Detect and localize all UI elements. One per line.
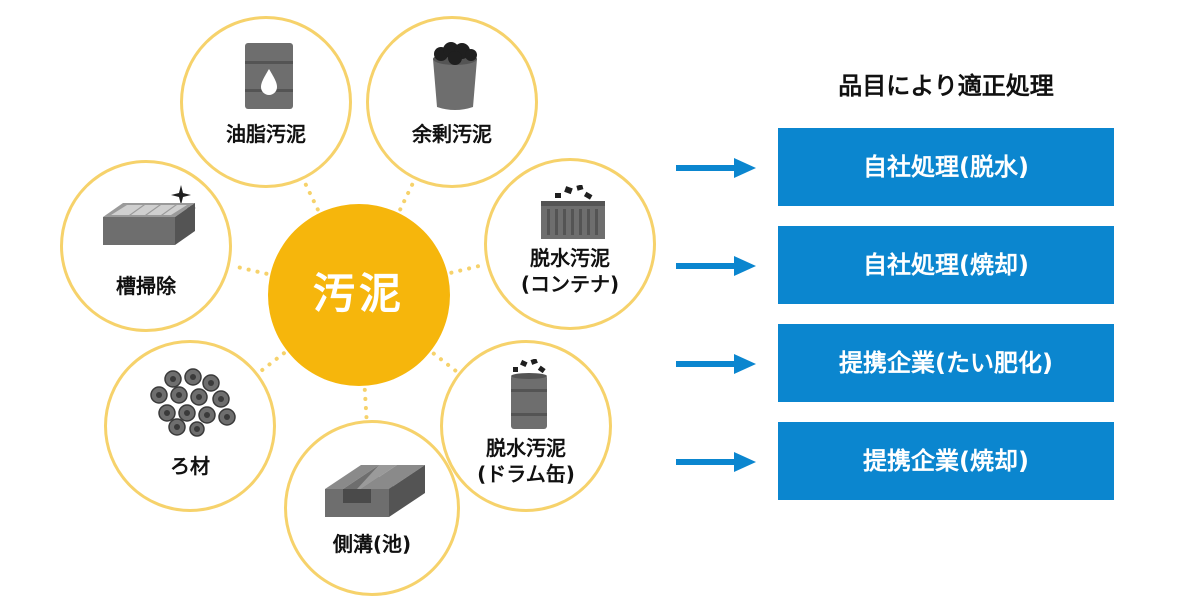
node-label: 脱水汚泥(コンテナ) [520,246,620,296]
sludge-drum-icon [511,359,547,429]
node-side-ditch: 側溝(池) [284,420,460,596]
connector-line [229,263,269,276]
arrow-icon [676,158,756,178]
node-label: 側溝(池) [332,532,412,556]
node-dewatered-drum: 脱水汚泥(ドラム缶) [440,340,612,512]
oil-drum-icon [245,43,293,109]
connector-line [257,351,286,375]
node-label: 脱水汚泥(ドラム缶) [477,436,575,486]
node-label: ろ材 [170,454,210,478]
connector-line [431,351,459,374]
result-box: 自社処理(焼却) [778,226,1114,304]
node-filter-media: ろ材 [104,340,276,512]
node-excess-sludge: 余剰汚泥 [366,16,538,188]
filter-media-icon [150,368,236,437]
node-label: 槽掃除 [116,274,176,298]
connector-line [398,179,416,212]
node-oil-sludge: 油脂汚泥 [180,16,352,188]
node-label: 余剰汚泥 [412,122,492,146]
connector-line [362,387,369,421]
result-box: 提携企業(焼却) [778,422,1114,500]
result-box: 提携企業(たい肥化) [778,324,1114,402]
result-box: 自社処理(脱水) [778,128,1114,206]
node-label: 油脂汚泥 [226,122,306,146]
results-heading: 品目により適正処理 [838,72,1054,100]
container-icon [541,185,605,239]
sludge-bucket-icon [433,42,477,110]
connector-line [449,262,487,275]
arrow-icon [676,452,756,472]
connector-line [302,179,320,212]
center-label: 汚泥 [312,269,405,318]
center-sludge-circle: 汚泥 [268,204,450,386]
tank-icon [103,185,196,245]
arrow-icon [676,256,756,276]
gutter-icon [325,465,425,517]
arrow-icon [676,354,756,374]
node-tank-cleaning: 槽掃除 [60,160,232,332]
node-dewatered-container: 脱水汚泥(コンテナ) [484,158,656,330]
